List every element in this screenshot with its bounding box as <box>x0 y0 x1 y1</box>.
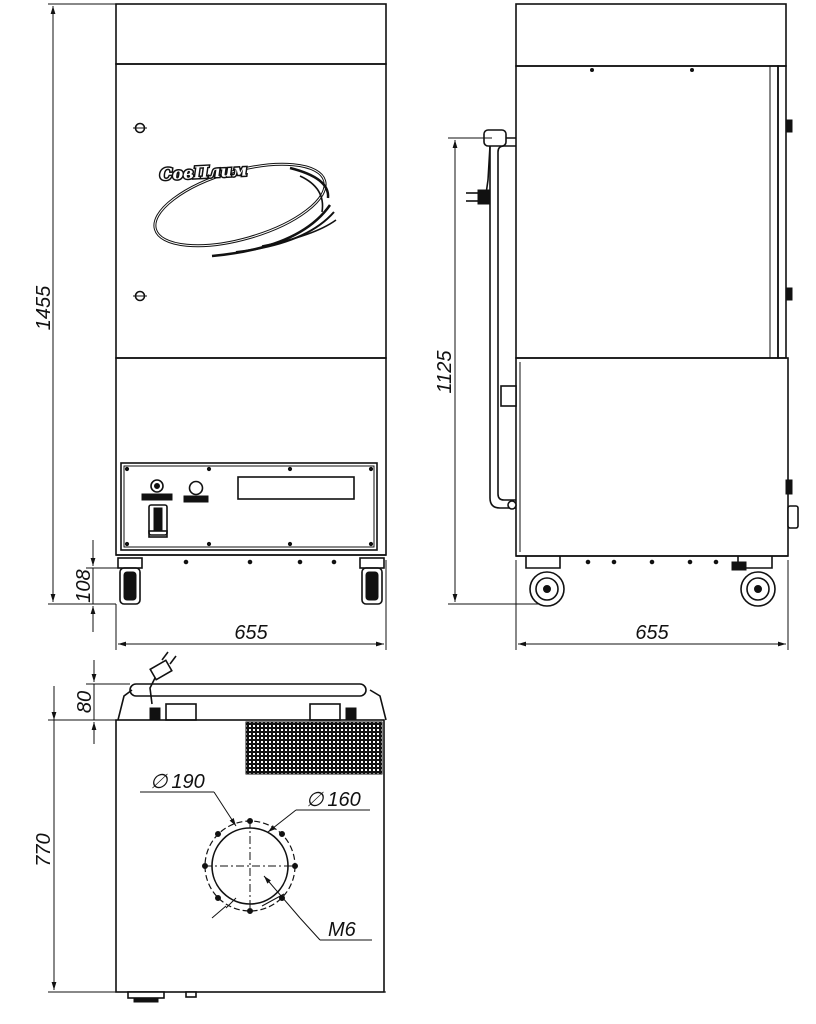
dim-side-height: 1125 <box>434 350 456 394</box>
top-view <box>115 651 387 1003</box>
indicator-lamp-icon <box>183 480 209 503</box>
panel-screws <box>124 466 374 547</box>
side-top-cap <box>515 3 787 67</box>
control-panel <box>120 462 378 551</box>
front-wheel-left <box>117 557 143 605</box>
side-upper-panel <box>515 65 779 359</box>
dim-inner-diameter: ∅160 <box>306 789 361 811</box>
dim-front-wheel-height: 108 <box>73 569 95 602</box>
top-bottom-fittings <box>127 991 197 1003</box>
front-top-cap <box>115 3 387 65</box>
flange-icon <box>202 818 298 914</box>
front-dimensions: 1455 108 655 <box>33 3 387 650</box>
side-dimensions: 1125 655 <box>434 137 789 650</box>
dim-front-height: 1455 <box>33 285 55 330</box>
power-plug-icon <box>466 145 491 205</box>
dim-thread: M6 <box>328 919 357 941</box>
side-wheel-left <box>525 556 565 607</box>
dim-top-handle-offset: 80 <box>74 691 96 713</box>
emergency-stop-icon <box>141 479 173 501</box>
side-wheel-right <box>731 556 776 607</box>
side-handle <box>483 129 517 510</box>
brand-logo: СовПлим <box>153 159 337 258</box>
front-upper-door <box>115 63 387 359</box>
front-view: СовПлим <box>115 3 387 605</box>
main-switch-icon <box>148 504 168 538</box>
dim-top-depth: 770 <box>33 833 55 866</box>
dim-front-width: 655 <box>234 622 268 644</box>
door-lock-top-icon <box>133 122 147 134</box>
side-view <box>466 3 799 607</box>
top-plug-icon <box>149 651 177 705</box>
side-lower-panel <box>515 357 789 557</box>
logo-swirl-icon <box>153 162 337 258</box>
vent-grille <box>245 721 383 775</box>
side-bottom-bolts <box>585 559 719 565</box>
top-dimensions: 770 80 ∅190 ∅160 M6 <box>33 660 386 993</box>
dim-outer-diameter: ∅190 <box>150 771 205 793</box>
front-bottom-bolts <box>183 559 337 565</box>
door-lock-bottom-icon <box>133 290 147 302</box>
dim-side-width: 655 <box>635 622 669 644</box>
display-window <box>237 476 355 500</box>
front-wheel-right <box>359 557 385 605</box>
top-handle <box>117 683 387 721</box>
side-hinges <box>785 119 793 301</box>
logo-text: СовПлим <box>159 160 247 184</box>
